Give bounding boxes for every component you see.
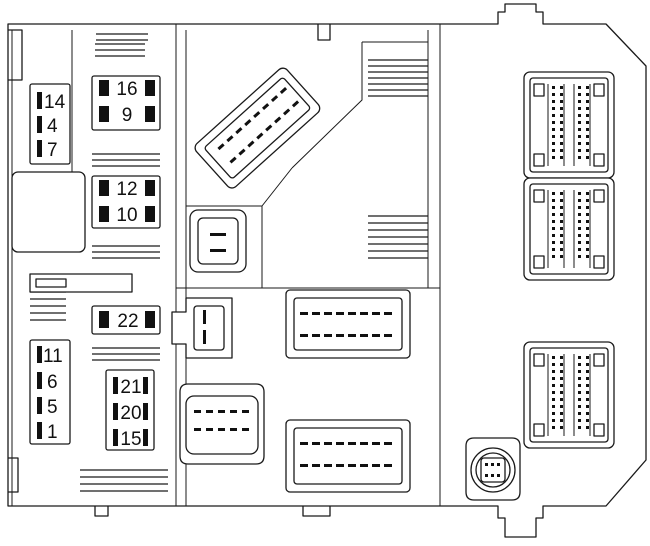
angled-connector [194, 67, 321, 189]
fuse-label-22: 22 [117, 311, 138, 332]
slot-inner [35, 278, 67, 288]
bottom-notches [94, 506, 331, 517]
fuse-20: 20 [113, 403, 148, 424]
fuse-label-9: 9 [122, 105, 133, 126]
fuse-4: 4 [37, 116, 58, 137]
fuse-16: 16 [99, 79, 155, 100]
connector-right-2 [523, 177, 615, 281]
fuse-label-12: 12 [116, 179, 137, 200]
fuse-21: 21 [113, 377, 148, 398]
fuse-12: 12 [99, 179, 155, 200]
fuse-5: 5 [37, 397, 58, 418]
left-edge-tabs [8, 29, 23, 493]
connector-right-3 [523, 341, 615, 449]
fuse-6: 6 [37, 372, 58, 393]
top-notch [317, 24, 331, 41]
fuse-block-e [29, 339, 71, 445]
fuse-1: 1 [37, 422, 58, 443]
rib-hatching [30, 33, 428, 492]
fuse-label-14: 14 [44, 92, 66, 113]
fuse-label-6: 6 [47, 372, 58, 393]
fuse-15: 15 [113, 429, 148, 450]
fuse-label-5: 5 [47, 397, 58, 418]
fuse-9: 9 [99, 105, 155, 126]
round-connector [465, 437, 521, 501]
relay-socket-2 [171, 297, 233, 359]
housing-outline [7, 3, 647, 538]
relay-socket-1 [189, 209, 247, 273]
panel-lines [11, 24, 441, 506]
fuse-label-7: 7 [47, 140, 58, 161]
relay-socket-3 [179, 383, 265, 465]
fuse-label-20: 20 [120, 403, 141, 424]
connector-right-1 [523, 71, 615, 179]
fuse-label-1: 1 [47, 422, 58, 443]
fuse-label-16: 16 [116, 79, 137, 100]
fuse-14: 14 [37, 92, 66, 113]
relay-blank [11, 171, 86, 253]
fuse-label-15: 15 [120, 429, 141, 450]
fuse-10: 10 [99, 205, 155, 226]
fuse-7: 7 [37, 140, 58, 161]
fuse-label-10: 10 [116, 205, 137, 226]
fuse-label-21: 21 [120, 377, 141, 398]
fuse-label-11: 11 [43, 346, 63, 367]
connector-center-bottom [285, 419, 411, 493]
fuse-label-4: 4 [47, 116, 58, 137]
fuse-11: 11 [37, 346, 63, 367]
slot [29, 273, 133, 293]
fuse-22: 22 [99, 311, 155, 332]
connector-center-top [285, 289, 411, 359]
